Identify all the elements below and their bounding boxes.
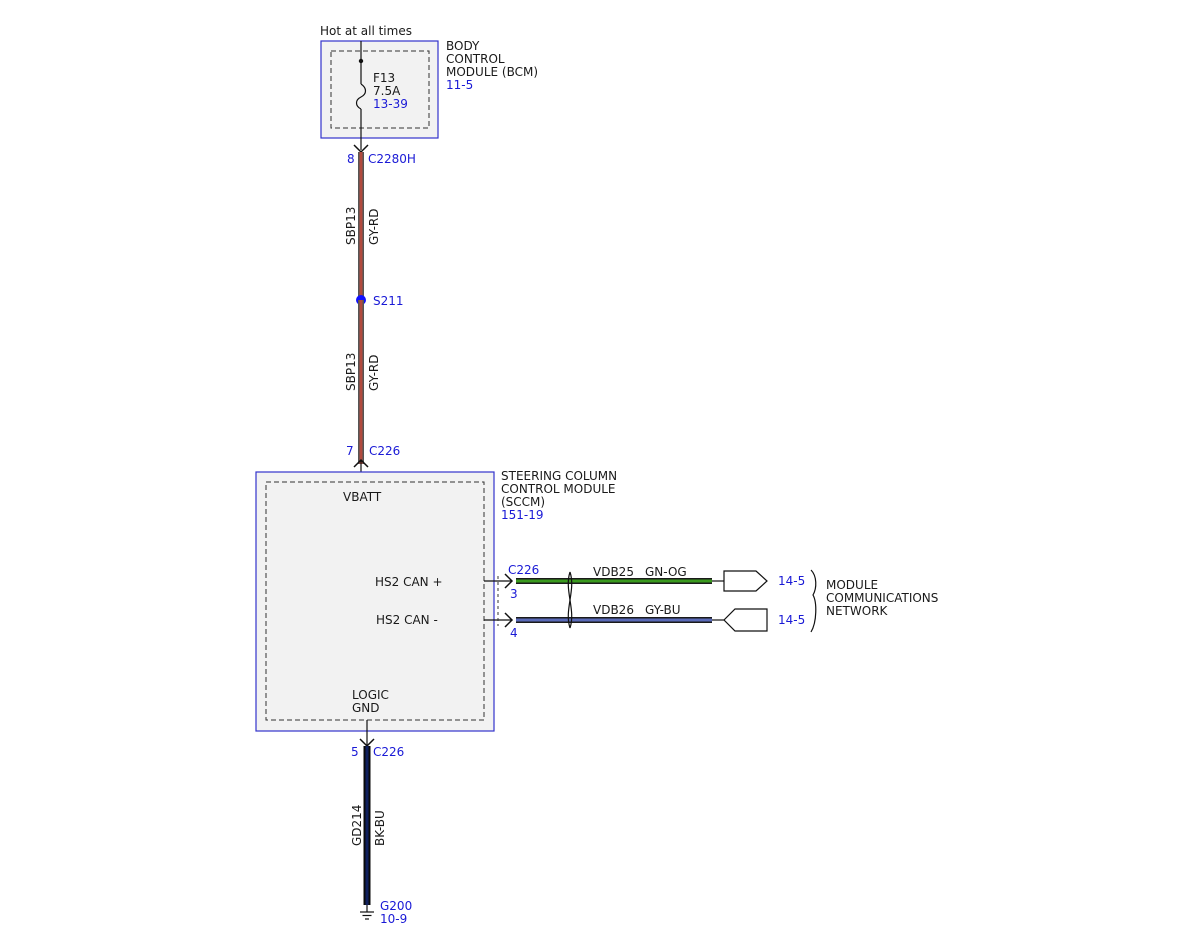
sccm-gnd-label: GND [352,701,380,715]
c226-top-pin: 7 [346,444,354,458]
sccm-can-minus-label: HS2 CAN - [376,613,438,627]
fuse-name: F13 [373,71,395,85]
vdb26-circuit: VDB26 [593,603,634,617]
wire-upper-circuit: SBP13 [344,207,358,245]
bcm-name-line-1: BODY [446,39,480,53]
sccm-name-line-2: CONTROL MODULE [501,482,616,496]
network-label-line-3: NETWORK [826,604,889,618]
power-source-label: Hot at all times [320,24,412,38]
sccm-logic-label: LOGIC [352,688,389,702]
ground-symbol-icon [360,911,374,920]
gd214-circuit: GD214 [350,805,364,846]
sccm-name-line-1: STEERING COLUMN [501,469,617,483]
c2280h-connector[interactable]: C2280H [368,152,416,166]
wire-gd214: GD214 BK-BU [350,746,387,905]
connector-female-icon [504,612,514,628]
connector-arrow-icon [723,608,768,632]
sccm-module: STEERING COLUMN CONTROL MODULE (SCCM) 15… [255,469,617,732]
connector-c2280h: 8 C2280H [347,144,416,166]
c226-top-connector[interactable]: C226 [369,444,400,458]
bcm-name-line-2: CONTROL [446,52,505,66]
wire-lower-circuit: SBP13 [344,353,358,391]
bcm-outline [320,40,439,139]
wire-vdb26: VDB26 GY-BU 14-5 [516,603,805,632]
ground-name[interactable]: G200 [380,899,412,913]
vdb26-color: GY-BU [645,603,681,617]
sccm-vbatt-label: VBATT [343,490,382,504]
c226-pin-3: 3 [510,587,518,601]
brace-icon [810,569,817,633]
network-label-line-1: MODULE [826,578,878,592]
junction-dot [358,58,364,64]
network-group: MODULE COMMUNICATIONS NETWORK [810,569,938,633]
connector-arrow-icon [723,570,768,592]
splice-name[interactable]: S211 [373,294,404,308]
sccm-inner-dashed [265,481,485,721]
bcm-name-line-3: MODULE (BCM) [446,65,538,79]
sccm-name-line-3: (SCCM) [501,495,545,509]
c226-bottom-pin: 5 [351,745,359,759]
connector-female-icon [504,573,514,589]
wire-vdb25: VDB25 GN-OG 14-5 [516,565,805,592]
gd214-color: BK-BU [373,810,387,846]
wire-sbp13-upper: SBP13 GY-RD [344,152,381,300]
connector-c226-can: C226 3 4 [484,563,539,640]
network-label-line-2: COMMUNICATIONS [826,591,938,605]
ground-g200: G200 10-9 [360,899,412,926]
connector-c226-top: 7 C226 [346,444,400,472]
bcm-inner-dashed [330,50,430,129]
ground-page-ref[interactable]: 10-9 [380,912,407,926]
vdb25-color: GN-OG [645,565,687,579]
wire-lower-color: GY-RD [367,354,381,391]
c226-pin-4: 4 [510,626,518,640]
vdb26-page-ref[interactable]: 14-5 [778,613,805,627]
sccm-outline [255,471,495,732]
c2280h-pin: 8 [347,152,355,166]
fuse-page-ref[interactable]: 13-39 [373,97,408,111]
vdb25-page-ref[interactable]: 14-5 [778,574,805,588]
bcm-page-ref[interactable]: 11-5 [446,78,473,92]
twisted-pair-icon [567,571,573,629]
sccm-page-ref[interactable]: 151-19 [501,508,544,522]
wire-sbp13-lower: SBP13 GY-RD [344,300,381,464]
bcm-module: BODY CONTROL MODULE (BCM) 11-5 [320,39,538,139]
vdb25-circuit: VDB25 [593,565,634,579]
wire-upper-color: GY-RD [367,208,381,245]
fuse-symbol-icon [355,83,367,110]
fuse-f13: F13 7.5A 13-39 [355,41,408,150]
fuse-rating: 7.5A [373,84,401,98]
c226-can-connector[interactable]: C226 [508,563,539,577]
c226-bottom-connector[interactable]: C226 [373,745,404,759]
sccm-can-plus-label: HS2 CAN + [375,575,443,589]
